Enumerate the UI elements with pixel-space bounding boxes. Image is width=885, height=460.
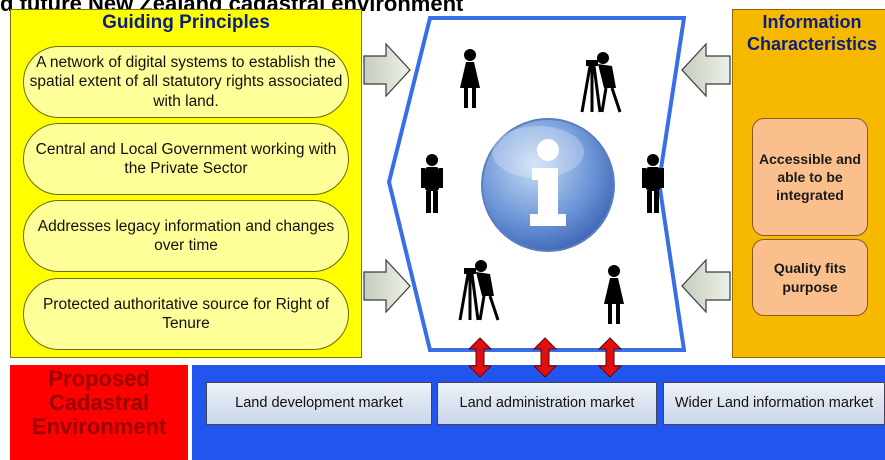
info-characteristic-box: Accessible and able to be integrated (752, 118, 868, 236)
surveyor-icon (458, 260, 500, 321)
man-icon (421, 154, 443, 213)
market-bar: Land development market Land administrat… (192, 365, 885, 460)
market-box: Wider Land information market (663, 382, 885, 425)
double-arrow-icon (597, 337, 623, 378)
arrow-left-icon (681, 42, 731, 98)
market-box: Land administration market (437, 382, 657, 425)
double-arrow-icon (532, 337, 558, 378)
woman-icon (460, 49, 480, 108)
info-title-line: Characteristics (746, 33, 878, 54)
surveyor-icon (580, 52, 622, 113)
man-icon (642, 154, 664, 213)
info-title-line: Information (762, 12, 862, 32)
principle-item: Protected authoritative source for Right… (23, 278, 349, 350)
principle-item: Addresses legacy information and changes… (23, 200, 349, 272)
information-characteristics-title: Information Characteristics (733, 12, 885, 55)
principle-item: Central and Local Government working wit… (23, 123, 349, 195)
central-diagram (363, 16, 731, 352)
principle-item: A network of digital systems to establis… (23, 46, 349, 118)
market-box: Land development market (206, 382, 432, 425)
proposed-label: Proposed Cadastral Environment (10, 366, 188, 440)
connector-arrows (467, 337, 623, 378)
guiding-principles-panel: Guiding Principles A network of digital … (10, 9, 362, 358)
proposed-label-line: Cadastral (48, 390, 150, 416)
proposed-label-line: Environment (31, 414, 167, 440)
arrow-right-icon (363, 42, 411, 98)
arrow-right-icon (363, 258, 411, 314)
woman-icon (604, 265, 624, 324)
arrow-left-icon (681, 258, 731, 314)
info-characteristic-box: Quality fits purpose (752, 239, 868, 316)
information-icon (481, 118, 615, 252)
information-characteristics-panel: Information Characteristics Accessible a… (732, 9, 885, 358)
double-arrow-icon (467, 337, 493, 378)
proposed-label-line: Proposed (48, 366, 150, 391)
guiding-principles-title: Guiding Principles (102, 12, 270, 33)
proposed-cadastral-box: Proposed Cadastral Environment (10, 365, 188, 460)
